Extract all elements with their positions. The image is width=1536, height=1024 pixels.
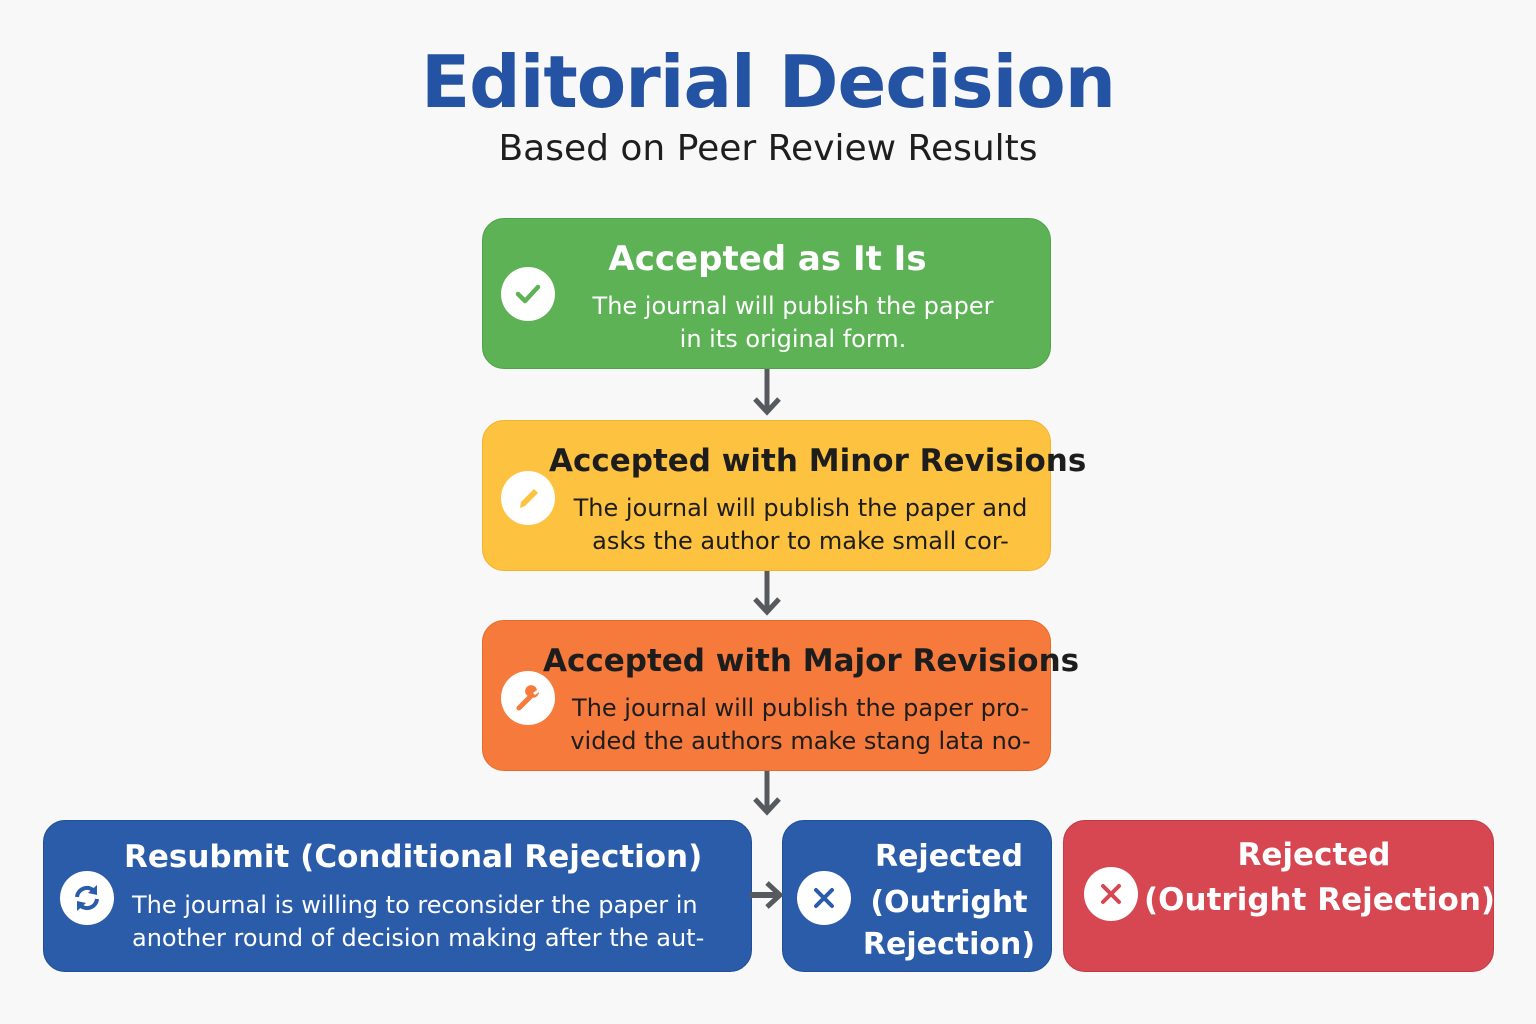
decision-rejected-outright-red: Rejected (Outright Rejection): [1063, 820, 1496, 972]
decision-title: Accepted as It Is: [608, 239, 927, 279]
decision-description-line2: in its original form.: [679, 325, 907, 353]
decision-accepted: Accepted as It Is The journal will publi…: [482, 218, 1051, 369]
wrench-icon: [501, 671, 555, 725]
decision-title: Accepted with Minor Revisions: [549, 443, 1087, 479]
decision-title-line3: Rejection): [862, 927, 1036, 962]
page-subtitle: Based on Peer Review Results: [498, 128, 1038, 169]
refresh-icon: [60, 871, 114, 925]
pencil-icon: [501, 471, 555, 525]
arrow-down-major-to-outcomes: [753, 771, 781, 816]
decision-minor-revisions: Accepted with Minor Revisions The journa…: [482, 420, 1087, 571]
decision-title: Resubmit (Conditional Rejection): [124, 839, 703, 875]
decision-description-line2: another round of decision making after t…: [132, 924, 705, 952]
checkmark-icon: [501, 267, 555, 321]
x-circle-icon: [1084, 867, 1138, 921]
decision-description-line1: The journal will publish the paper and: [573, 494, 1028, 522]
decision-title-line2: (Outright: [870, 885, 1028, 920]
decision-description-line2: asks the author to make small cor-: [592, 527, 1009, 555]
arrow-down-minor-to-major: [753, 571, 781, 616]
decision-title-line1: Rejected: [1237, 837, 1391, 873]
decision-title-line1: Rejected: [874, 839, 1024, 874]
decision-description-line1: The journal is willing to reconsider the…: [132, 891, 698, 919]
page-title: Editorial Decision: [420, 40, 1116, 124]
arrow-right-resubmit-to-rejected: [750, 881, 784, 909]
decision-rejected-outright: Rejected (Outright Rejection): [782, 820, 1052, 972]
decision-description-line1: The journal will publish the paper pro-: [572, 694, 1029, 722]
decision-title-line2: (Outright Rejection): [1144, 882, 1496, 918]
decision-description-line1: The journal will publish the paper: [592, 292, 994, 320]
decision-resubmit: Resubmit (Conditional Rejection) The jou…: [43, 820, 752, 972]
arrow-down-accepted-to-minor: [753, 369, 781, 416]
decision-title: Accepted with Major Revisions: [543, 643, 1080, 679]
x-circle-icon: [797, 871, 851, 925]
decision-description-line2: vided the authors make stang lata no-: [570, 727, 1031, 755]
decision-major-revisions: Accepted with Major Revisions The journa…: [482, 620, 1080, 771]
